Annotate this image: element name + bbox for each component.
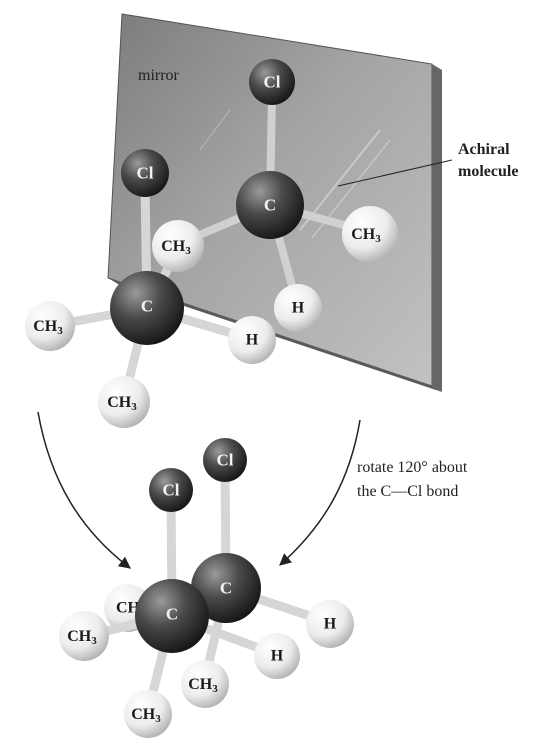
svg-text:Cl: Cl bbox=[264, 73, 281, 92]
svg-text:Cl: Cl bbox=[217, 451, 234, 470]
methyl-group: CH3 bbox=[342, 206, 398, 262]
methyl-group: CH3 bbox=[152, 220, 204, 272]
svg-text:Cl: Cl bbox=[163, 481, 180, 500]
methyl-group: CH3 bbox=[59, 611, 109, 661]
superimposed-molecules: Cl H CH C Cl CH3 C bbox=[59, 438, 354, 738]
svg-text:C: C bbox=[264, 196, 276, 215]
carbon-atom: C bbox=[236, 171, 304, 239]
chlorine-atom: Cl bbox=[121, 149, 169, 197]
hydrogen-atom: H bbox=[228, 316, 276, 364]
rotate-label-line2: the C—Cl bond bbox=[357, 483, 458, 500]
carbon-atom: C bbox=[110, 271, 184, 345]
mirror-label: mirror bbox=[138, 67, 180, 84]
svg-text:C: C bbox=[141, 297, 153, 316]
svg-text:H: H bbox=[271, 648, 284, 665]
svg-text:C: C bbox=[166, 605, 178, 624]
methyl-group: CH3 bbox=[25, 301, 75, 351]
svg-text:H: H bbox=[324, 616, 337, 633]
chlorine-atom: Cl bbox=[203, 438, 247, 482]
hydrogen-atom: H bbox=[254, 633, 300, 679]
methyl-group: CH3 bbox=[98, 376, 150, 428]
rotation-arrow-left bbox=[38, 412, 130, 568]
svg-text:Cl: Cl bbox=[137, 164, 154, 183]
methyl-group: CH3 bbox=[124, 690, 172, 738]
hydrogen-atom: H bbox=[306, 600, 354, 648]
svg-text:H: H bbox=[292, 300, 305, 317]
rotate-label-line1: rotate 120° about bbox=[357, 459, 468, 476]
chlorine-atom: Cl bbox=[149, 468, 193, 512]
chlorine-atom: Cl bbox=[249, 59, 295, 105]
achiral-label-line1: Achiral bbox=[458, 141, 510, 158]
rotation-arrow-right bbox=[280, 420, 360, 565]
achiral-label-line2: molecule bbox=[458, 163, 518, 180]
carbon-atom: C bbox=[135, 579, 209, 653]
hydrogen-atom: H bbox=[274, 284, 322, 332]
methyl-group: CH3 bbox=[181, 660, 229, 708]
svg-text:C: C bbox=[220, 579, 232, 598]
svg-text:H: H bbox=[246, 332, 259, 349]
